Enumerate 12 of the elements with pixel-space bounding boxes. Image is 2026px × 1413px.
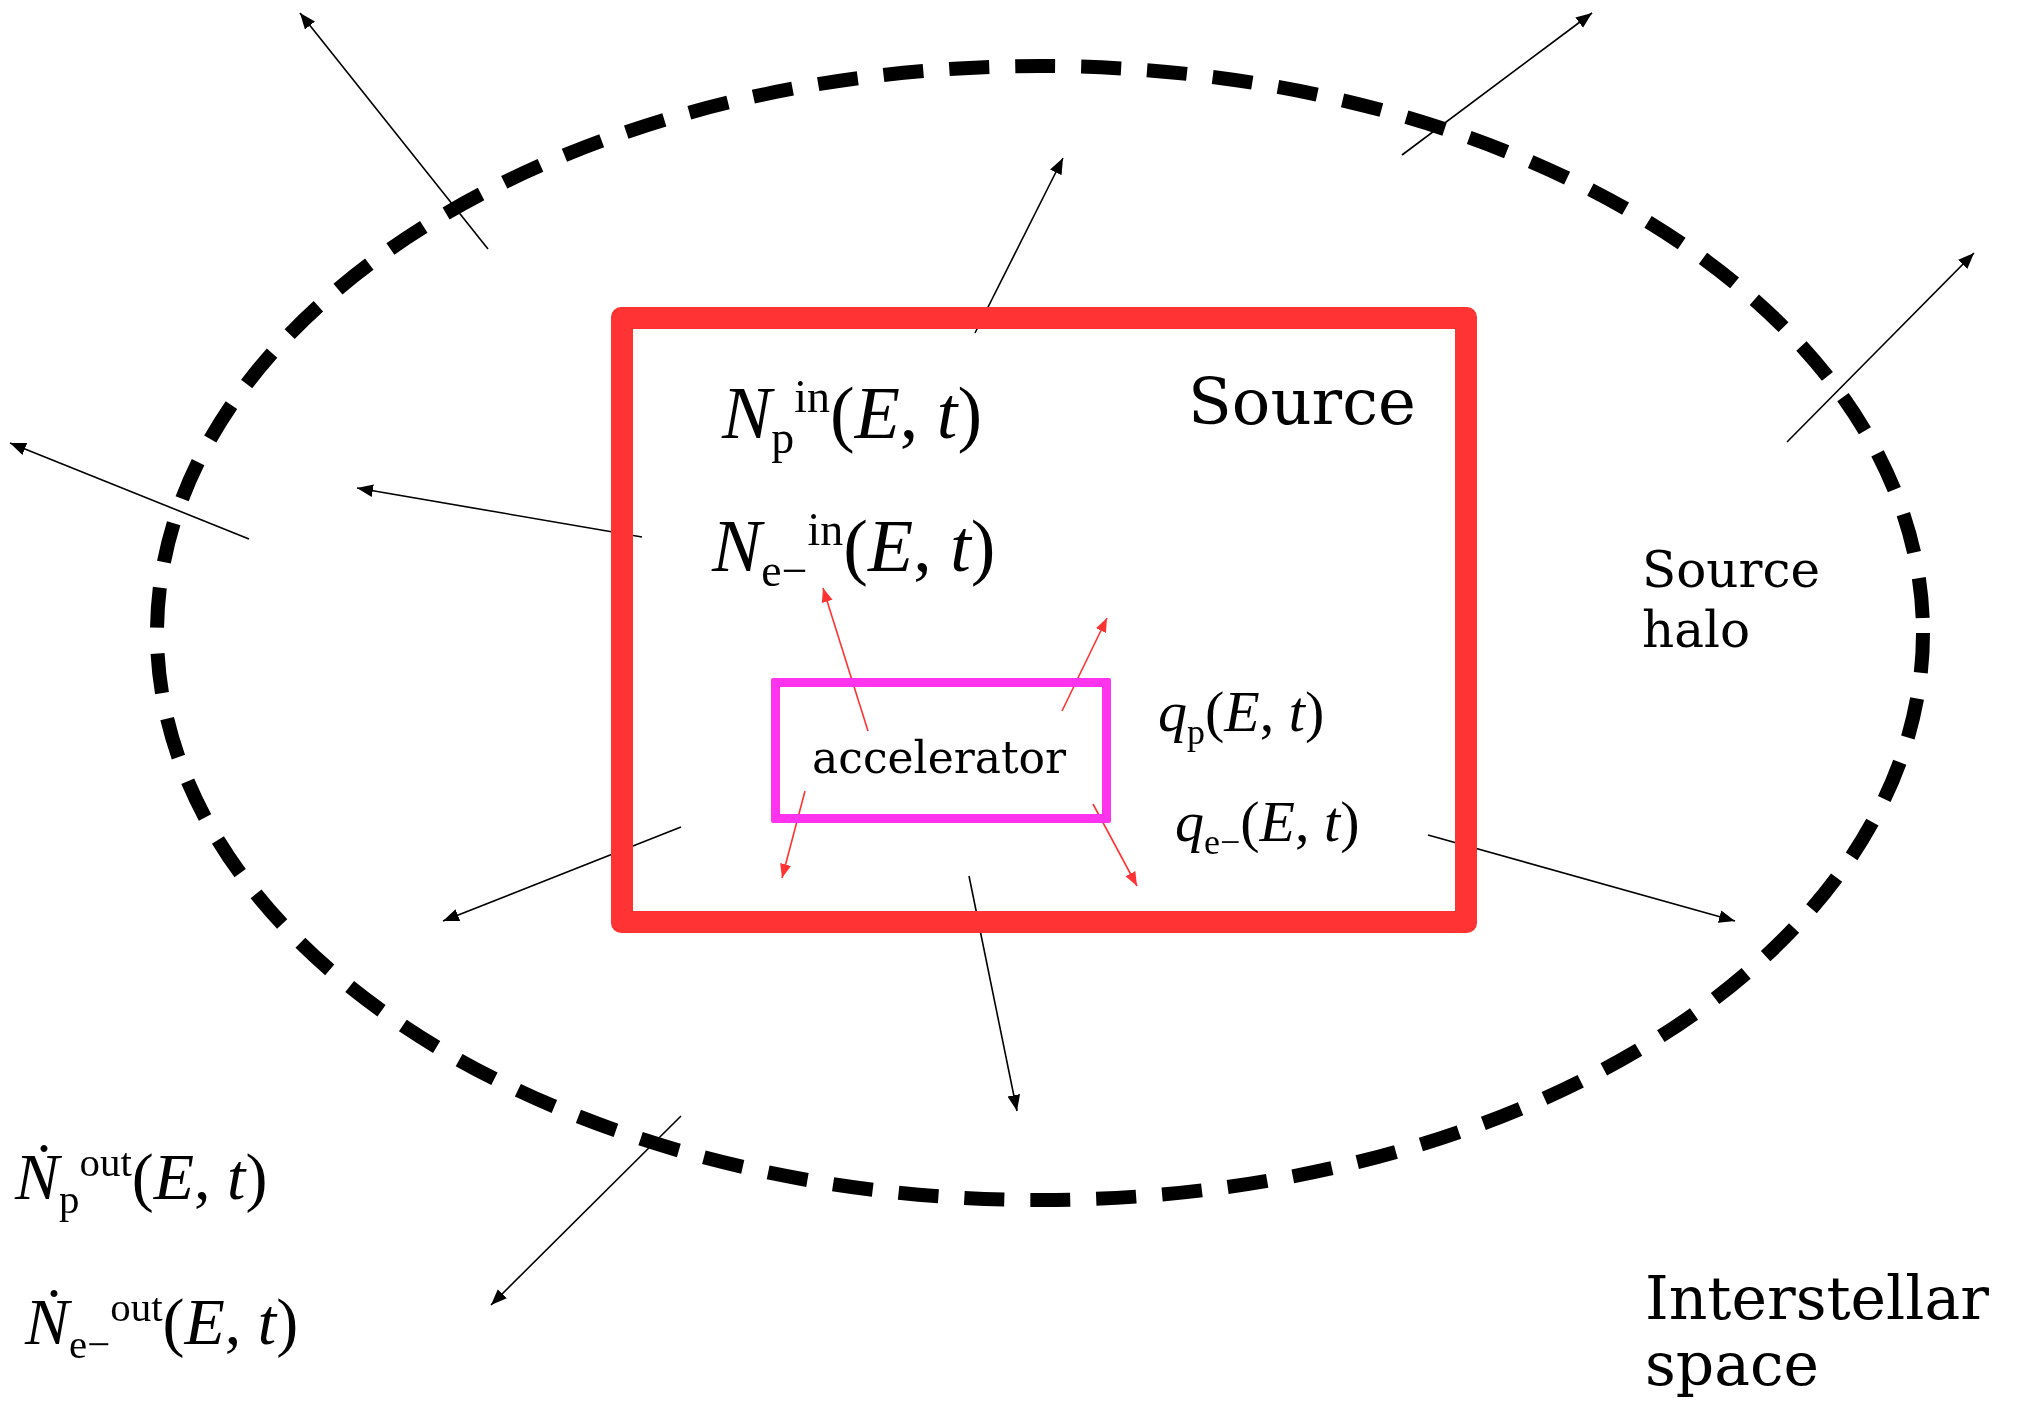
box-label: accelerator <box>812 732 1067 783</box>
formula: q$_{e−}$(E, t) <box>1175 790 1360 863</box>
region-label: Interstellar space <box>1645 1265 1990 1397</box>
formula: Ṅ$_{e−}$$^{out}$(E, t) <box>25 1285 299 1368</box>
source-box <box>611 307 1477 933</box>
accelerator-box <box>771 678 1111 823</box>
formula: Ṅ$_{p}$$^{out}$(E, t) <box>15 1140 268 1223</box>
formula: q$_{p}$(E, t) <box>1158 680 1325 753</box>
formula: N$_{e−}$$^{in}$(E, t) <box>712 505 996 597</box>
region-label: Source halo <box>1642 540 1822 660</box>
region-label: Source <box>1188 365 1416 439</box>
formula: N$_{p}$$^{in}$(E, t) <box>722 372 983 464</box>
